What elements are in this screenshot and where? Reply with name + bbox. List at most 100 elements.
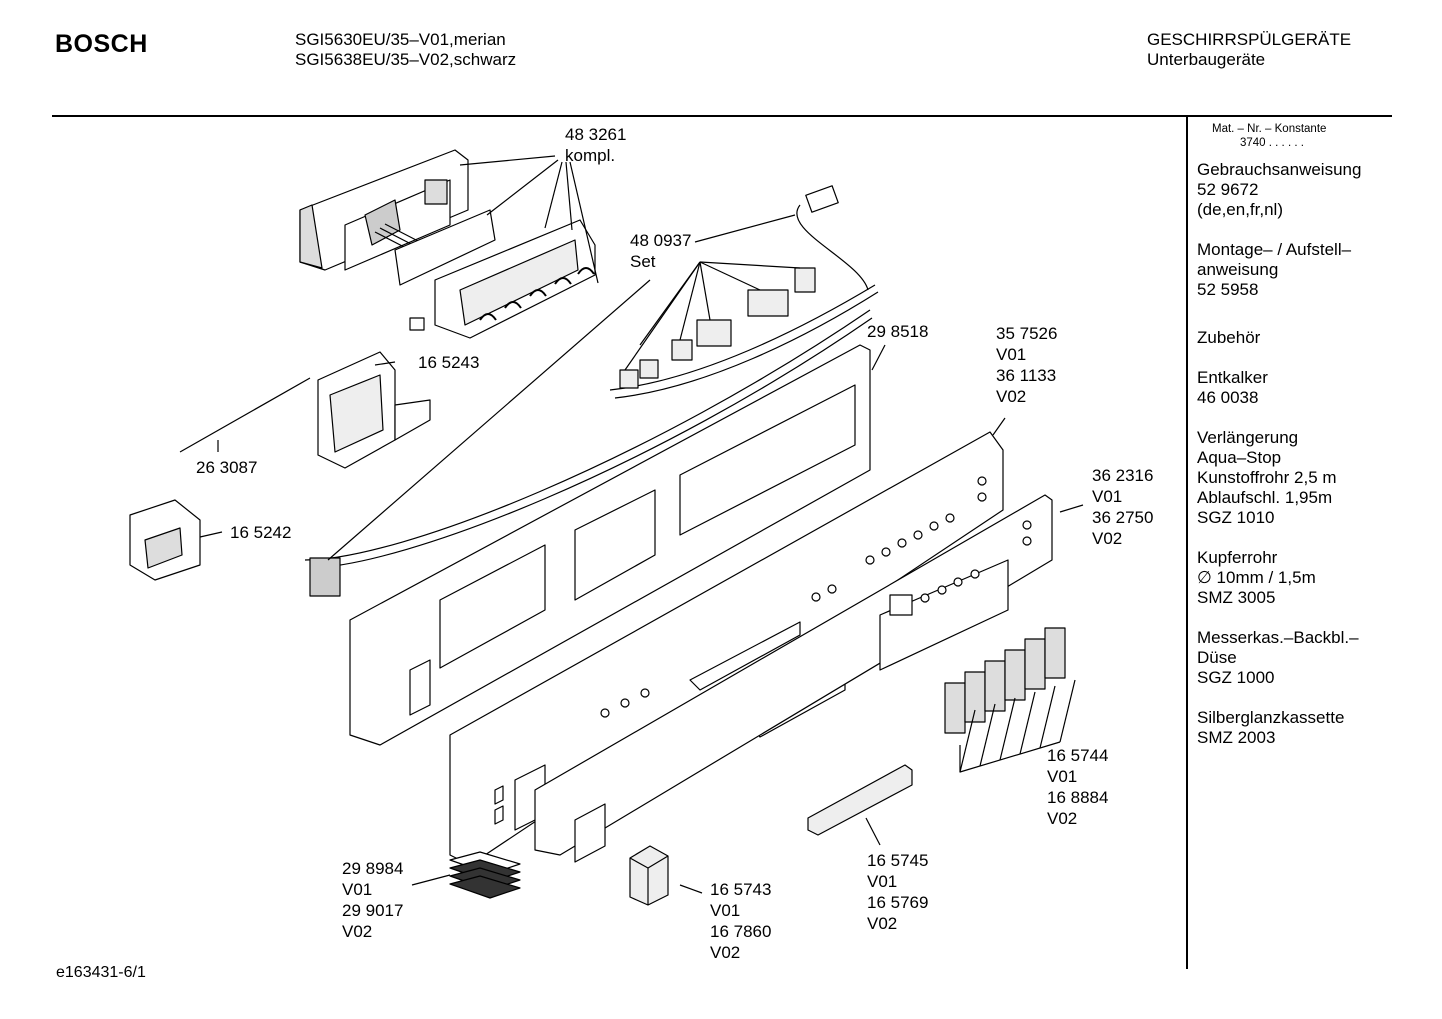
bracket-drawing bbox=[318, 352, 430, 468]
inner-panel-drawing bbox=[350, 345, 870, 745]
part-number: 35 7526 bbox=[996, 324, 1058, 343]
part-number: 29 8984 bbox=[342, 859, 404, 878]
part-number: 16 5743 bbox=[710, 880, 772, 899]
part-number: 36 1133 bbox=[996, 366, 1057, 385]
part-note: Set bbox=[630, 252, 656, 271]
accessory-line: Verlängerung bbox=[1197, 428, 1299, 447]
part-number: 16 7860 bbox=[710, 922, 772, 941]
drawing-id: e163431-6/1 bbox=[56, 964, 146, 981]
part-number: 48 0937 bbox=[630, 231, 692, 250]
part-number: 29 9017 bbox=[342, 901, 404, 920]
part-version: V02 bbox=[710, 943, 741, 962]
part-version: V01 bbox=[342, 880, 373, 899]
control-module-drawing bbox=[300, 150, 595, 338]
sidebar-heading-label: Mat. – Nr. – Konstante bbox=[1212, 123, 1327, 135]
part-version: V02 bbox=[1092, 529, 1123, 548]
part-number: 16 5744 bbox=[1047, 746, 1109, 765]
switch-drawing bbox=[130, 500, 200, 580]
part-label-29-8984: 29 8984 V01 29 9017 V02 bbox=[342, 858, 403, 942]
accessory-line: Düse bbox=[1197, 648, 1237, 667]
part-number: 36 2316 bbox=[1092, 466, 1154, 485]
part-number: 29 8518 bbox=[867, 322, 929, 341]
model-line: SGI5630EU/35–V01,merian bbox=[295, 30, 506, 49]
accessory-line: 52 9672 bbox=[1197, 180, 1259, 199]
accessory-line: Silberglanzkassette bbox=[1197, 708, 1345, 727]
accessory-block: Zubehör bbox=[1197, 328, 1361, 348]
part-label-35-7526: 35 7526 V01 36 1133 V02 bbox=[996, 323, 1057, 407]
part-number: 16 5242 bbox=[230, 523, 292, 542]
accessory-line: SMZ 2003 bbox=[1197, 728, 1276, 747]
accessory-line: Montage– / Aufstell– bbox=[1197, 240, 1352, 259]
part-label-16-5744: 16 5744 V01 16 8884 V02 bbox=[1047, 745, 1108, 829]
part-label-48-3261: 48 3261 kompl. bbox=[565, 124, 626, 166]
part-version: V02 bbox=[342, 922, 373, 941]
part-version: V01 bbox=[867, 872, 898, 891]
part-label-26-3087: 26 3087 bbox=[196, 457, 257, 478]
accessory-line: Messerkas.–Backbl.– bbox=[1197, 628, 1359, 647]
part-note: kompl. bbox=[565, 146, 616, 165]
knob-cover-drawing bbox=[630, 846, 668, 905]
header-divider bbox=[52, 115, 1392, 117]
model-list: SGI5630EU/35–V01,merian SGI5638EU/35–V02… bbox=[295, 30, 516, 70]
seal-set-drawing bbox=[450, 852, 520, 898]
accessory-line: (de,en,fr,nl) bbox=[1197, 200, 1283, 219]
part-version: V01 bbox=[1047, 767, 1078, 786]
category-title: GESCHIRRSPÜLGERÄTE bbox=[1147, 30, 1352, 49]
accessory-line: Ablaufschl. 1,95m bbox=[1197, 488, 1333, 507]
brand-logo: BOSCH bbox=[55, 30, 148, 58]
accessory-line: Entkalker bbox=[1197, 368, 1268, 387]
part-number: 16 8884 bbox=[1047, 788, 1109, 807]
accessory-line: 46 0038 bbox=[1197, 388, 1259, 407]
accessory-line: 52 5958 bbox=[1197, 280, 1259, 299]
category-heading: GESCHIRRSPÜLGERÄTE Unterbaugeräte bbox=[1147, 30, 1351, 70]
push-buttons-drawing bbox=[945, 628, 1065, 733]
part-number: 48 3261 bbox=[565, 125, 627, 144]
front-fascia-drawing bbox=[535, 495, 1052, 862]
part-label-16-5745: 16 5745 V01 16 5769 V02 bbox=[867, 850, 928, 934]
part-label-36-2316: 36 2316 V01 36 2750 V02 bbox=[1092, 465, 1153, 549]
accessory-line: Kupferrohr bbox=[1197, 548, 1278, 567]
part-number: 36 2750 bbox=[1092, 508, 1154, 527]
part-label-16-5242: 16 5242 bbox=[230, 522, 291, 543]
part-label-16-5243: 16 5243 bbox=[418, 352, 479, 373]
sidebar-heading-value: 3740 . . . . . . bbox=[1240, 137, 1304, 149]
accessory-line: anweisung bbox=[1197, 260, 1279, 279]
part-version: V01 bbox=[1092, 487, 1123, 506]
part-number: 16 5243 bbox=[418, 353, 480, 372]
accessory-line: SMZ 3005 bbox=[1197, 588, 1276, 607]
accessory-line: Aqua–Stop bbox=[1197, 448, 1282, 467]
category-subtitle: Unterbaugeräte bbox=[1147, 50, 1266, 69]
part-label-29-8518: 29 8518 bbox=[867, 321, 928, 342]
part-number: 16 5769 bbox=[867, 893, 929, 912]
accessory-line: Gebrauchsanweisung bbox=[1197, 160, 1362, 179]
part-version: V01 bbox=[996, 345, 1027, 364]
part-label-48-0937: 48 0937 Set bbox=[630, 230, 691, 272]
part-version: V02 bbox=[867, 914, 898, 933]
part-version: V02 bbox=[1047, 809, 1078, 828]
leader-lines bbox=[180, 156, 1083, 893]
accessory-line: SGZ 1010 bbox=[1197, 508, 1275, 527]
trim-strip-drawing bbox=[808, 765, 912, 835]
sidebar-divider bbox=[1186, 117, 1188, 969]
part-version: V01 bbox=[710, 901, 741, 920]
part-number: 26 3087 bbox=[196, 458, 258, 477]
sidebar-heading: Mat. – Nr. – Konstante 3740 . . . . . . bbox=[1212, 122, 1326, 150]
part-version: V02 bbox=[996, 387, 1027, 406]
part-label-16-5743: 16 5743 V01 16 7860 V02 bbox=[710, 879, 771, 963]
model-line: SGI5638EU/35–V02,schwarz bbox=[295, 50, 517, 69]
part-number: 16 5745 bbox=[867, 851, 929, 870]
accessory-line: Zubehör bbox=[1197, 328, 1261, 347]
accessory-line: Kunstoffrohr 2,5 m bbox=[1197, 468, 1337, 487]
wiring-harness-drawing bbox=[305, 186, 878, 596]
accessory-line: ∅ 10mm / 1,5m bbox=[1197, 568, 1316, 587]
accessory-line: SGZ 1000 bbox=[1197, 668, 1275, 687]
